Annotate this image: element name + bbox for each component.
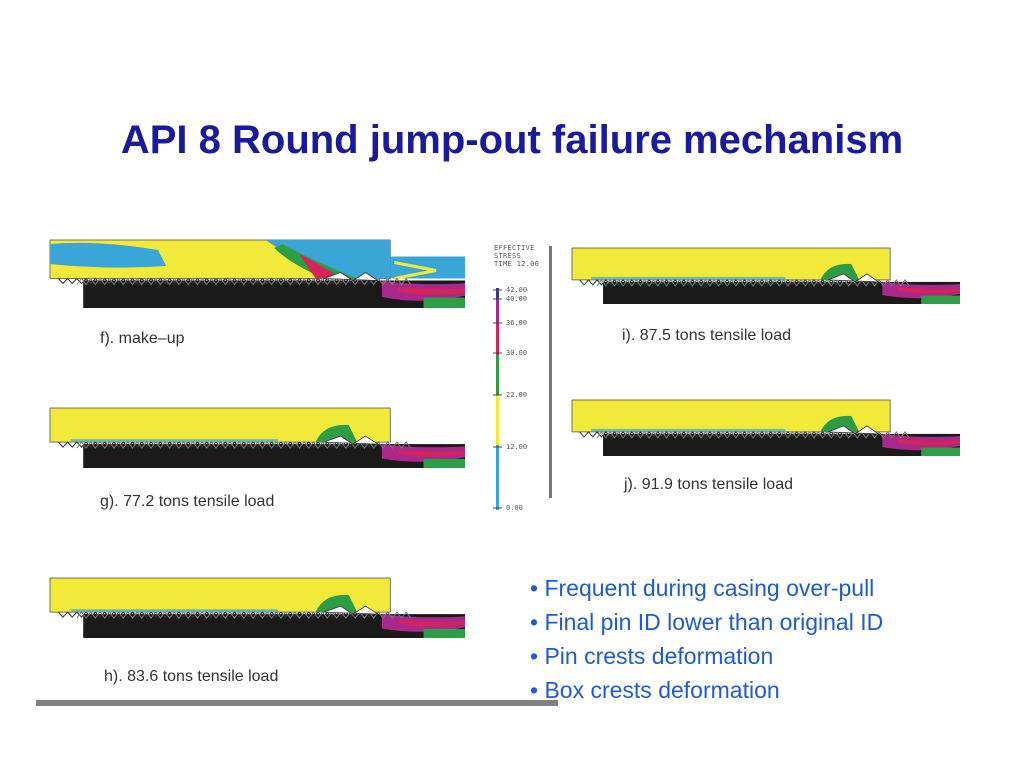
legend-tick-label: 40.00 [506,295,528,303]
stress-region-red [398,620,465,627]
stress-region-red [897,287,960,294]
stress-region-cyan [591,276,786,280]
thread-teeth [57,277,375,285]
legend-band-magenta [496,300,499,322]
stress-region-green [423,458,465,468]
pin-body [603,281,960,304]
fea-panel-j [571,399,960,458]
thread-teeth [76,277,412,286]
legend-band-cyan [496,445,499,510]
legend-tick-label: 30.00 [506,349,528,357]
stress-region-green [820,263,860,280]
legend-band-green [496,355,499,395]
legend-band-red [496,322,499,355]
stress-region-yellow [394,261,437,280]
legend-tick-label: 0.00 [506,504,523,512]
jump-out-gap [827,273,880,283]
legend-color-bar [493,288,502,510]
stress-region-cyan [70,609,279,613]
thread-teeth [57,441,375,448]
fea-plot-j [571,399,960,456]
stress-region-red [897,439,960,446]
slide-title: API 8 Round jump-out failure mechanism [120,118,904,162]
fea-panel-i [571,247,960,306]
stress-region-cyan [265,240,391,279]
stress-region-red [299,254,341,279]
thread-teeth [579,431,876,438]
stress-region-green [315,424,358,443]
pin-body [83,444,465,468]
stress-region-green [423,628,465,638]
stress-region-green [820,415,860,432]
thread-teeth [596,279,910,287]
legend-header-line: STRESS [494,252,522,260]
fea-plot-g [49,407,465,468]
bullet-item: • Final pin ID lower than original ID [530,609,884,635]
pin-body [83,614,465,638]
bullet-item: • Box crests deformation [530,677,780,703]
legend-band-dark [496,288,499,300]
bullet-item: • Frequent during casing over-pull [530,575,875,601]
jump-out-gap [323,605,380,615]
stress-region-cyan [50,242,167,268]
legend-tick-label: 22.00 [506,391,528,399]
caption-j: j). 91.9 tons tensile load [624,476,793,493]
pin-body [603,433,960,456]
stress-region-green [921,295,960,304]
stress-region-green [274,244,358,279]
stress-region-green [423,297,465,308]
stress-region-cyan [591,428,786,432]
fea-panel-f [49,239,465,310]
fea-panel-g [49,407,465,470]
caption-i: i). 87.5 tons tensile load [622,327,791,344]
legend-tick-label: 36.00 [506,319,528,327]
legend-band-yellow [496,395,499,445]
thread-teeth [76,441,412,449]
legend-header-line: EFFECTIVE [494,244,535,252]
caption-g: g). 77.2 tons tensile load [100,493,275,510]
jump-out-gap [827,425,880,435]
stress-region-red [398,450,465,457]
thread-teeth [76,611,412,619]
jump-out-gap [323,435,380,445]
legend-tick-label: 12.00 [506,443,528,451]
stress-region-red [398,287,465,295]
legend-header: EFFECTIVE STRESS TIME 12.00 [494,244,539,268]
thread-teeth [57,611,375,618]
bullet-list: • Frequent during casing over-pull • Fin… [530,571,883,707]
fea-plot-h [49,577,465,638]
figure-divider-vertical [549,246,552,498]
figure-divider-horizontal [36,700,558,706]
legend-tick-label: 42.00 [506,286,528,294]
thread-teeth [596,431,910,439]
caption-h: h). 83.6 tons tensile load [104,668,279,685]
fea-plot-i [571,247,960,304]
jump-out-gap [323,272,380,281]
stress-region-cyan [70,439,279,443]
legend-tick-marks [493,289,502,509]
fea-panel-h [49,577,465,640]
thread-teeth [579,279,876,286]
stress-region-green [921,447,960,456]
legend-header-line: TIME 12.00 [494,260,540,268]
bullet-item: • Pin crests deformation [530,643,774,669]
caption-f: f). make–up [100,330,185,347]
stress-legend: EFFECTIVE STRESS TIME 12.00 42.00 40.00 … [488,240,552,520]
fea-plot-f [49,239,465,308]
stress-region-green [315,594,358,613]
